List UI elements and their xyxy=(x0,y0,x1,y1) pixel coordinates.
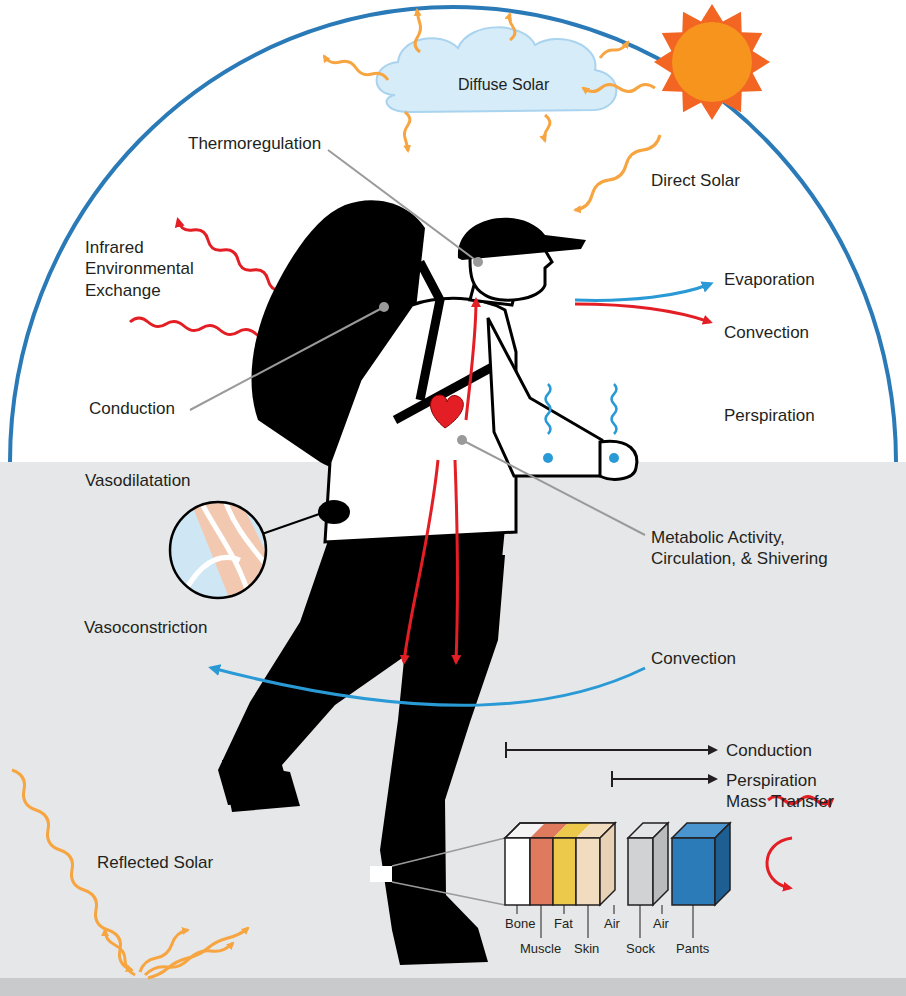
callout-label: Perspiration Mass Transfer xyxy=(726,770,851,813)
callout-label: Infrared Environmental Exchange xyxy=(85,237,210,301)
layer-label: Air xyxy=(653,916,669,932)
callout-label: Thermoregulation xyxy=(188,133,321,154)
layer-label: Pants xyxy=(676,941,709,957)
layer-label: Skin xyxy=(574,941,599,957)
layer-label: Bone xyxy=(505,916,535,932)
layer-label: Air xyxy=(604,916,620,932)
callout-label: Perspiration xyxy=(724,405,815,426)
callout-label: Conduction xyxy=(89,398,175,419)
callout-label: Diffuse Solar xyxy=(458,75,549,95)
callout-label: Evaporation xyxy=(724,269,815,290)
callout-label: Vasoconstriction xyxy=(84,617,207,638)
layer-label: Muscle xyxy=(520,941,561,957)
callout-label: Conduction xyxy=(726,740,812,761)
callout-label: Convection xyxy=(724,322,809,343)
callout-label: Direct Solar xyxy=(651,170,740,191)
callout-label: Metabolic Activity, Circulation, & Shive… xyxy=(651,527,866,570)
callout-label: Vasodilatation xyxy=(85,470,191,491)
callout-label: Convection xyxy=(651,648,736,669)
layer-label: Fat xyxy=(554,916,573,932)
layer-label: Sock xyxy=(626,941,655,957)
callout-label: Reflected Solar xyxy=(97,852,213,873)
